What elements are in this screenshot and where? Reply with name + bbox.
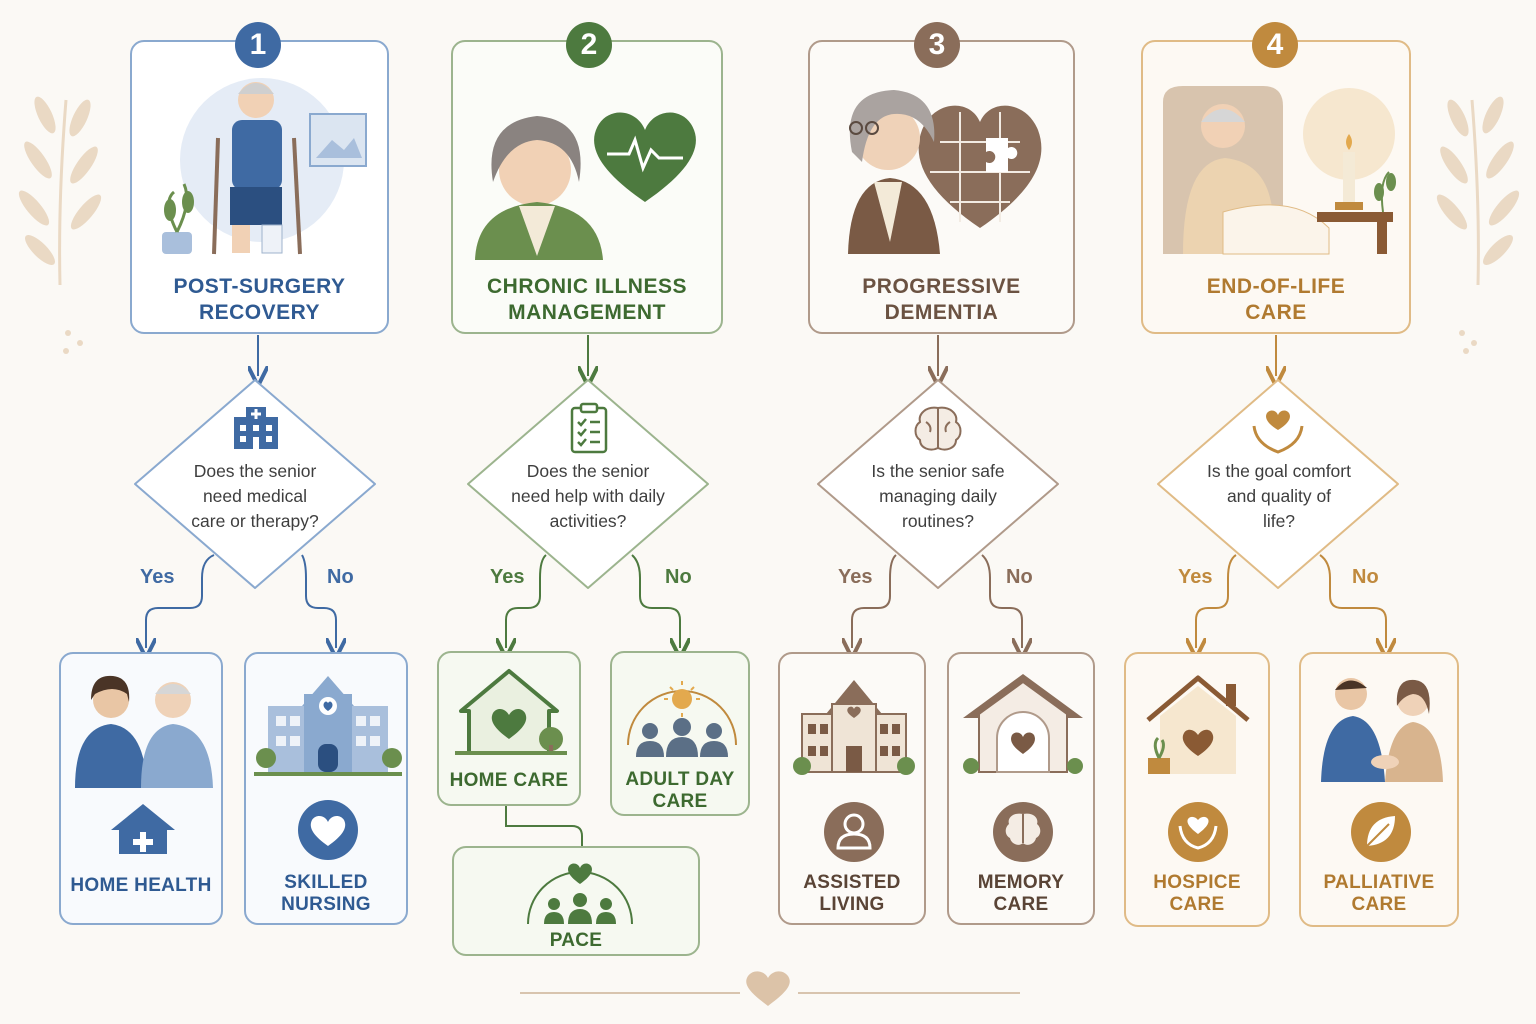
decision-question: Is the senior safe managing daily routin… bbox=[871, 461, 1005, 531]
outcome-label: HOME CARE bbox=[449, 770, 569, 791]
outcome-label: SKILLED NURSING bbox=[281, 872, 371, 915]
outcome-card-home-health[interactable]: HOME HEALTH bbox=[59, 652, 223, 925]
no-label: No bbox=[327, 566, 354, 588]
decision-question: Does the senior need medical care or the… bbox=[191, 461, 319, 531]
scenario-title: END-OF-LIFE CARE bbox=[1206, 275, 1346, 324]
outcome-card-home-care[interactable]: HOME CARE bbox=[437, 651, 581, 806]
pace-group-heart-illustration bbox=[527, 863, 633, 925]
scenario-card-post-surgery: POST-SURGERY RECOVERY bbox=[130, 40, 389, 334]
caregiver-holding-hands-illustration bbox=[1321, 678, 1443, 862]
outcome-label: HOME HEALTH bbox=[70, 875, 212, 896]
outcome-label: ADULT DAY CARE bbox=[625, 769, 735, 812]
outcome-card-pace[interactable]: PACE bbox=[452, 846, 700, 956]
senior-woman-puzzle-heart-illustration bbox=[848, 90, 1042, 254]
no-label: No bbox=[1006, 566, 1033, 588]
outcome-label: PALLIATIVE CARE bbox=[1323, 872, 1435, 915]
no-label: No bbox=[665, 566, 692, 588]
scenario-card-end-of-life: END-OF-LIFE CARE bbox=[1141, 40, 1411, 334]
scenario-title: POST-SURGERY RECOVERY bbox=[173, 275, 346, 324]
nursing-facility-illustration bbox=[254, 676, 402, 860]
outcome-card-memory-care[interactable]: MEMORY CARE bbox=[947, 652, 1095, 925]
outcome-label: MEMORY CARE bbox=[977, 872, 1065, 915]
caregiver-and-senior-illustration bbox=[75, 675, 213, 854]
house-cross-icon bbox=[111, 804, 175, 854]
yes-label: Yes bbox=[140, 566, 175, 588]
senior-woman-heart-illustration bbox=[475, 112, 696, 260]
heart-divider-icon bbox=[746, 971, 790, 1006]
outcome-card-skilled-nursing[interactable]: SKILLED NURSING bbox=[244, 652, 408, 925]
outcome-label: HOSPICE CARE bbox=[1153, 872, 1241, 915]
outcome-label: ASSISTED LIVING bbox=[803, 872, 901, 915]
step-badge-4: 4 bbox=[1252, 22, 1298, 68]
yes-label: Yes bbox=[490, 566, 525, 588]
senior-with-crutches-illustration bbox=[162, 78, 367, 255]
outcome-card-palliative-care[interactable]: PALLIATIVE CARE bbox=[1299, 652, 1459, 927]
outcome-card-adult-day-care[interactable]: ADULT DAY CARE bbox=[610, 651, 750, 816]
scenario-card-chronic-illness: CHRONIC ILLNESS MANAGEMENT bbox=[451, 40, 723, 334]
hospice-home-illustration bbox=[1146, 675, 1250, 862]
step-badge-2: 2 bbox=[566, 22, 612, 68]
right-leaf-decoration bbox=[1436, 96, 1520, 354]
step-badge-1: 1 bbox=[235, 22, 281, 68]
yes-label: Yes bbox=[838, 566, 873, 588]
green-house-heart-illustration bbox=[455, 669, 567, 755]
senior-resting-illustration bbox=[1163, 86, 1396, 255]
residence-building-illustration bbox=[793, 680, 915, 862]
scenario-title: CHRONIC ILLNESS MANAGEMENT bbox=[486, 275, 687, 324]
outcome-card-hospice-care[interactable]: HOSPICE CARE bbox=[1124, 652, 1270, 927]
no-label: No bbox=[1352, 566, 1379, 588]
decision-question: Is the goal comfort and quality of life? bbox=[1207, 461, 1351, 531]
step-badge-3: 3 bbox=[914, 22, 960, 68]
outcome-label: PACE bbox=[549, 930, 603, 951]
yes-label: Yes bbox=[1178, 566, 1213, 588]
group-sun-illustration bbox=[627, 681, 737, 757]
left-leaf-decoration bbox=[18, 96, 102, 354]
outcome-card-assisted-living[interactable]: ASSISTED LIVING bbox=[778, 652, 926, 925]
decision-question: Does the senior need help with daily act… bbox=[511, 461, 665, 531]
memory-home-illustration bbox=[963, 674, 1083, 862]
scenario-title: PROGRESSIVE DEMENTIA bbox=[862, 275, 1021, 324]
scenario-card-progressive-dementia: PROGRESSIVE DEMENTIA bbox=[808, 40, 1075, 334]
